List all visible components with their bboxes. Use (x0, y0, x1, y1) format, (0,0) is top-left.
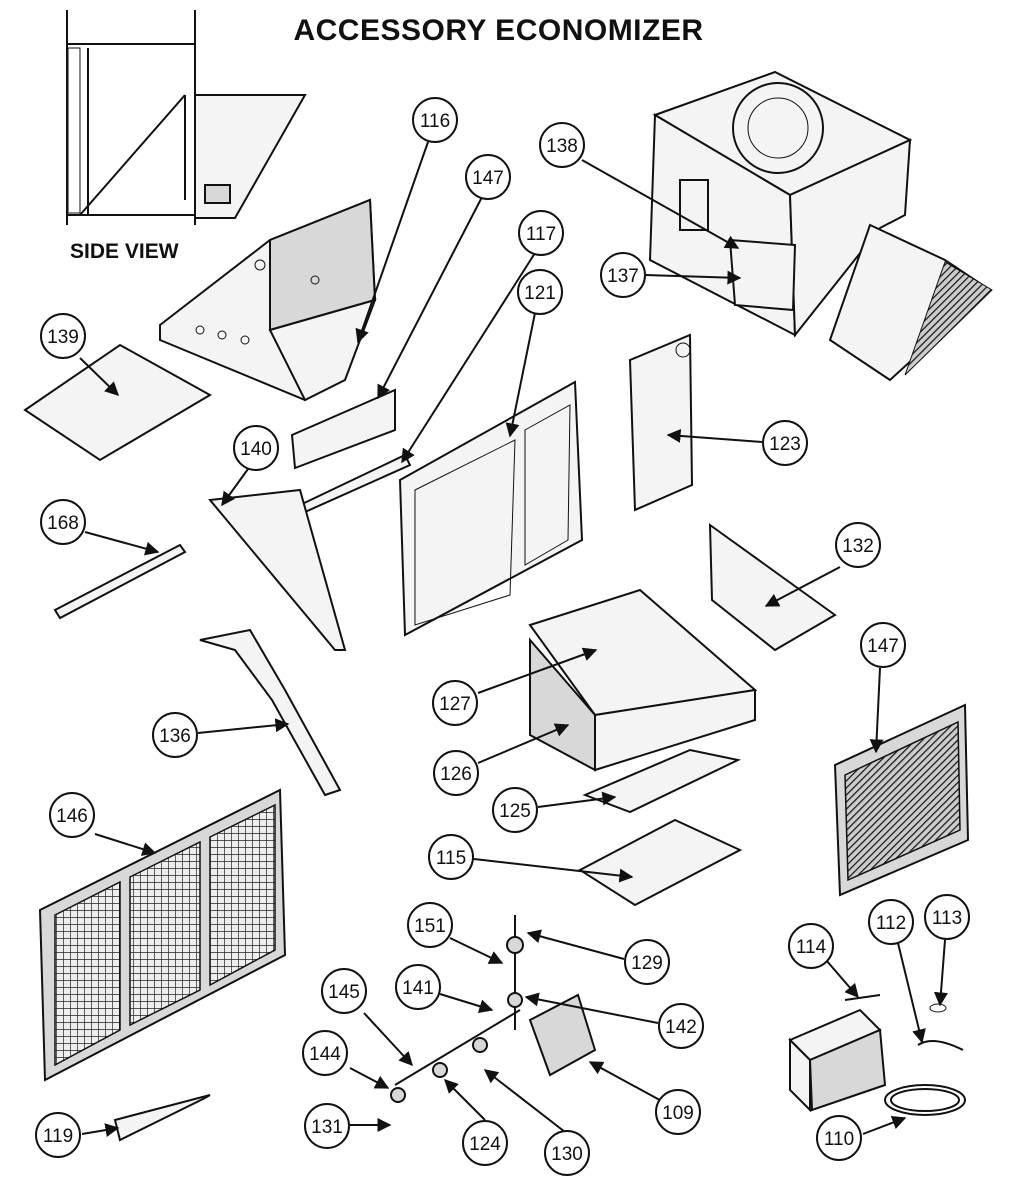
callout-121: 121 (517, 269, 563, 315)
callout-109: 109 (655, 1089, 701, 1135)
callout-text-117: 117 (526, 224, 556, 245)
callout-117: 117 (518, 210, 564, 256)
actuator-linkage-part (390, 915, 597, 1103)
economizer-frame-part (159, 198, 377, 402)
callout-text-132: 132 (842, 536, 874, 557)
callout-text-147-right: 147 (867, 636, 899, 657)
callout-130: 130 (544, 1130, 590, 1176)
filter-rack-part (38, 788, 287, 1082)
callout-137: 137 (600, 252, 646, 298)
callout-text-127: 127 (439, 694, 471, 715)
callout-113: 113 (924, 894, 970, 940)
callout-140: 140 (233, 425, 279, 471)
callout-text-124: 124 (469, 1134, 501, 1155)
transformer-part (788, 994, 966, 1116)
callout-text-116: 116 (420, 111, 450, 132)
callout-text-147-top: 147 (472, 168, 504, 189)
callout-text-151: 151 (414, 916, 446, 937)
callout-text-137: 137 (607, 266, 639, 287)
callout-141: 141 (395, 964, 441, 1010)
callout-text-138: 138 (546, 136, 578, 157)
callout-text-121: 121 (524, 283, 556, 304)
callout-text-113: 113 (932, 908, 962, 929)
callout-136: 136 (152, 712, 198, 758)
callout-text-168: 168 (47, 513, 79, 534)
side-view-label: SIDE VIEW (70, 240, 179, 263)
callout-text-145: 145 (328, 982, 360, 1003)
callout-126: 126 (433, 750, 479, 796)
callout-116: 116 (412, 97, 458, 143)
callout-text-125: 125 (499, 801, 531, 822)
bottom-angle-part (582, 748, 742, 814)
damper-assembly-part (528, 588, 758, 772)
callout-text-140: 140 (240, 439, 272, 460)
callout-114: 114 (788, 923, 834, 969)
callout-text-112: 112 (876, 913, 906, 934)
divider-plate-part (708, 523, 837, 652)
callout-124: 124 (462, 1120, 508, 1166)
callout-text-129: 129 (631, 953, 663, 974)
callout-115: 115 (428, 834, 474, 880)
side-panel-part (628, 333, 694, 512)
callout-text-109: 109 (662, 1103, 694, 1124)
callout-138: 138 (539, 122, 585, 168)
angle-strip-part (53, 543, 187, 620)
callout-text-139: 139 (47, 327, 79, 348)
callout-127: 127 (432, 680, 478, 726)
callout-144: 144 (302, 1030, 348, 1076)
callout-text-131: 131 (311, 1117, 343, 1138)
callout-text-146: 146 (56, 806, 88, 827)
callout-text-119: 119 (43, 1126, 73, 1147)
leader-lines (79, 141, 948, 1137)
callout-151: 151 (407, 902, 453, 948)
callout-119: 119 (35, 1112, 81, 1158)
panel-frame-part (398, 380, 584, 637)
callout-123: 123 (762, 420, 808, 466)
callout-146: 146 (49, 792, 95, 838)
callout-125: 125 (492, 787, 538, 833)
callout-147-right: 147 (860, 622, 906, 668)
small-bracket-part (113, 1094, 211, 1142)
rooftop-unit-part (648, 70, 993, 382)
callout-text-114: 114 (796, 937, 827, 958)
diagram-title: ACCESSORY ECONOMIZER (0, 14, 1013, 48)
callout-text-130: 130 (551, 1144, 583, 1165)
baffle-part (208, 488, 347, 651)
diagram-title-text: ACCESSORY ECONOMIZER (293, 14, 704, 47)
linkage-arm-part (199, 628, 342, 797)
callout-131: 131 (304, 1103, 350, 1149)
bracket-strip-part (298, 453, 412, 514)
filter-part (833, 703, 970, 897)
callout-110: 110 (816, 1115, 862, 1161)
hinged-plate-part (578, 818, 743, 907)
side-view-inset (66, 10, 307, 225)
callout-text-142: 142 (665, 1017, 697, 1038)
callout-text-141: 141 (402, 978, 434, 999)
callout-145: 145 (321, 968, 367, 1014)
callout-text-123: 123 (769, 434, 801, 455)
callout-text-136: 136 (159, 726, 191, 747)
callout-129: 129 (624, 939, 670, 985)
callout-132: 132 (835, 522, 881, 568)
callout-142: 142 (658, 1003, 704, 1049)
callout-147-top: 147 (465, 154, 511, 200)
callout-text-115: 115 (436, 848, 466, 869)
callout-text-144: 144 (309, 1044, 341, 1065)
top-plate-part (23, 343, 213, 462)
callout-text-110: 110 (824, 1129, 854, 1150)
callout-text-126: 126 (440, 764, 472, 785)
callout-112: 112 (868, 899, 914, 945)
callout-168: 168 (40, 499, 86, 545)
callout-139: 139 (40, 313, 86, 359)
seal-strip-part (290, 388, 396, 470)
